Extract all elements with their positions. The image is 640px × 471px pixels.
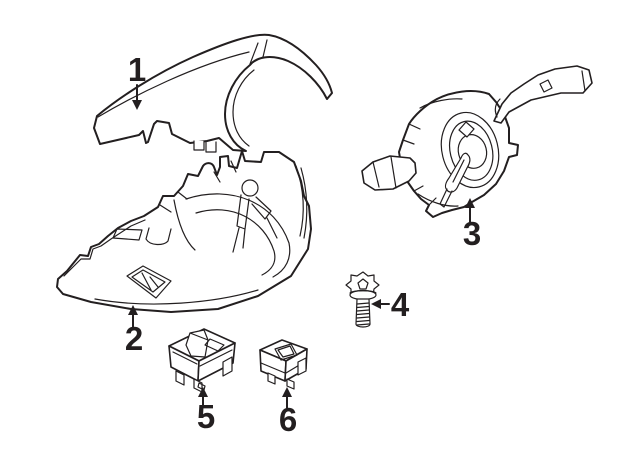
callout-1-label[interactable]: 1 bbox=[128, 51, 146, 88]
part-lower-column-cover[interactable] bbox=[56, 150, 312, 313]
upper-cover-clip-tab-1 bbox=[193, 140, 205, 151]
callout-5[interactable]: 5 bbox=[197, 387, 215, 435]
callout-1[interactable]: 1 bbox=[128, 51, 146, 110]
callout-6[interactable]: 6 bbox=[279, 387, 297, 438]
lower-cover-column bbox=[232, 194, 278, 253]
callout-4-arrow-head bbox=[371, 299, 381, 309]
lower-cover-slot bbox=[112, 228, 143, 241]
lower-cover-boss bbox=[241, 179, 259, 197]
lower-cover-vent-outer bbox=[126, 265, 172, 299]
callout-5-arrow-head bbox=[198, 387, 208, 397]
part-switch-6[interactable] bbox=[259, 339, 308, 390]
upper-cover-inner-rim bbox=[232, 69, 255, 147]
lower-cover-right-rim bbox=[295, 165, 308, 239]
part-screw[interactable] bbox=[345, 271, 380, 328]
callout-1-arrow-head bbox=[132, 100, 142, 110]
lower-cover-bottom-lip bbox=[94, 289, 259, 305]
screw-threads bbox=[356, 302, 370, 326]
lower-cover-rim-line bbox=[63, 219, 146, 277]
callout-3[interactable]: 3 bbox=[463, 198, 481, 252]
switch6-foot-2 bbox=[286, 378, 295, 390]
ring-tab bbox=[458, 121, 475, 138]
right-stalk bbox=[493, 65, 593, 124]
lower-cover-ribs bbox=[159, 160, 237, 251]
switch5-slot bbox=[204, 338, 225, 352]
switch6-side-step bbox=[297, 357, 307, 376]
callout-4-label[interactable]: 4 bbox=[391, 286, 410, 323]
switch6-button bbox=[274, 343, 298, 361]
switch5-foot-1 bbox=[175, 370, 185, 386]
callout-5-label[interactable]: 5 bbox=[197, 398, 215, 435]
lower-cover-notch bbox=[145, 227, 172, 246]
switch5-lever bbox=[185, 329, 209, 358]
screw-head-recess bbox=[357, 278, 369, 290]
switch5-side-tab bbox=[222, 356, 233, 377]
callout-2-arrow-head bbox=[128, 305, 138, 315]
callout-6-label[interactable]: 6 bbox=[279, 401, 297, 438]
callout-3-arrow-head bbox=[465, 198, 475, 208]
part-switch-assembly[interactable] bbox=[361, 65, 593, 218]
lower-cover-vent-inner bbox=[131, 269, 166, 293]
switch5-seam bbox=[172, 349, 233, 367]
screw-shaft bbox=[355, 298, 371, 328]
callout-6-arrow-head bbox=[282, 387, 292, 397]
upper-cover-facets bbox=[249, 39, 268, 65]
callout-2[interactable]: 2 bbox=[125, 305, 143, 357]
connector-ribbon bbox=[439, 159, 465, 208]
callout-3-label[interactable]: 3 bbox=[463, 215, 481, 252]
upper-cover-crease bbox=[97, 51, 250, 118]
left-stalk bbox=[361, 155, 417, 191]
lower-cover-outline bbox=[56, 150, 312, 313]
switch6-foot-1 bbox=[267, 372, 276, 385]
part-switch-5[interactable] bbox=[168, 328, 236, 393]
upper-cover-clip-tab-2 bbox=[205, 141, 217, 153]
screw-flange-rim bbox=[349, 290, 377, 294]
upper-cover-outline bbox=[93, 33, 333, 152]
lower-cover-bowl-arcs bbox=[185, 193, 291, 278]
right-stalk-detail bbox=[494, 70, 586, 118]
left-stalk-facets bbox=[372, 156, 397, 189]
callout-2-label[interactable]: 2 bbox=[125, 320, 143, 357]
callout-4[interactable]: 4 bbox=[371, 286, 410, 323]
part-upper-column-cover[interactable] bbox=[93, 33, 333, 153]
